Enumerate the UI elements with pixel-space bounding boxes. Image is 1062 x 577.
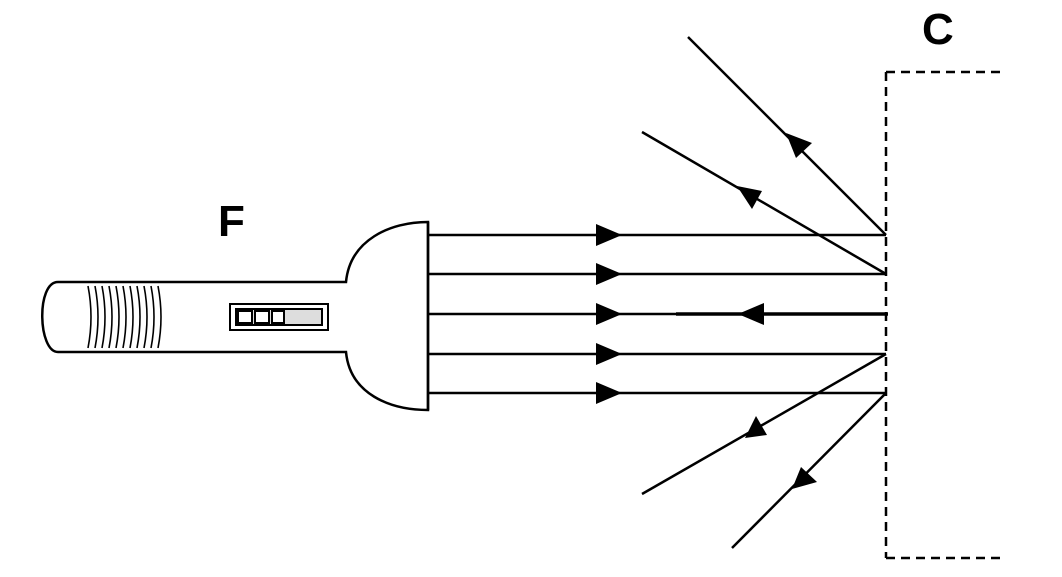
flashlight-grip — [87, 285, 162, 349]
arrowhead-icon — [596, 224, 622, 246]
reflected-ray-1 — [687, 36, 887, 236]
flashlight-switch — [229, 303, 329, 331]
arrowhead-icon — [596, 263, 622, 285]
arrowhead-icon — [737, 186, 762, 209]
label-surface: C — [922, 5, 954, 54]
incident-rays — [428, 233, 886, 395]
label-flashlight: F — [218, 197, 245, 246]
reflected-ray-4 — [641, 352, 887, 496]
incident-arrowheads — [596, 224, 622, 404]
arrowhead-icon — [596, 343, 622, 365]
arrowhead-icon — [792, 467, 817, 489]
arrowhead-icon — [738, 303, 764, 325]
arrowhead-icon — [786, 133, 812, 158]
arrowhead-icon — [596, 382, 622, 404]
surface-boundary — [884, 70, 1004, 560]
switch-knob-1 — [237, 310, 253, 324]
switch-knob-2 — [254, 310, 270, 324]
reflected-rays — [641, 36, 888, 549]
arrowhead-icon — [596, 303, 622, 325]
reflected-ray-5 — [731, 392, 887, 549]
flashlight-icon — [41, 220, 430, 412]
switch-knob-3 — [271, 310, 285, 324]
reflected-arrowheads — [737, 133, 817, 489]
reflected-ray-2 — [641, 130, 887, 276]
arrowhead-icon — [745, 416, 767, 438]
